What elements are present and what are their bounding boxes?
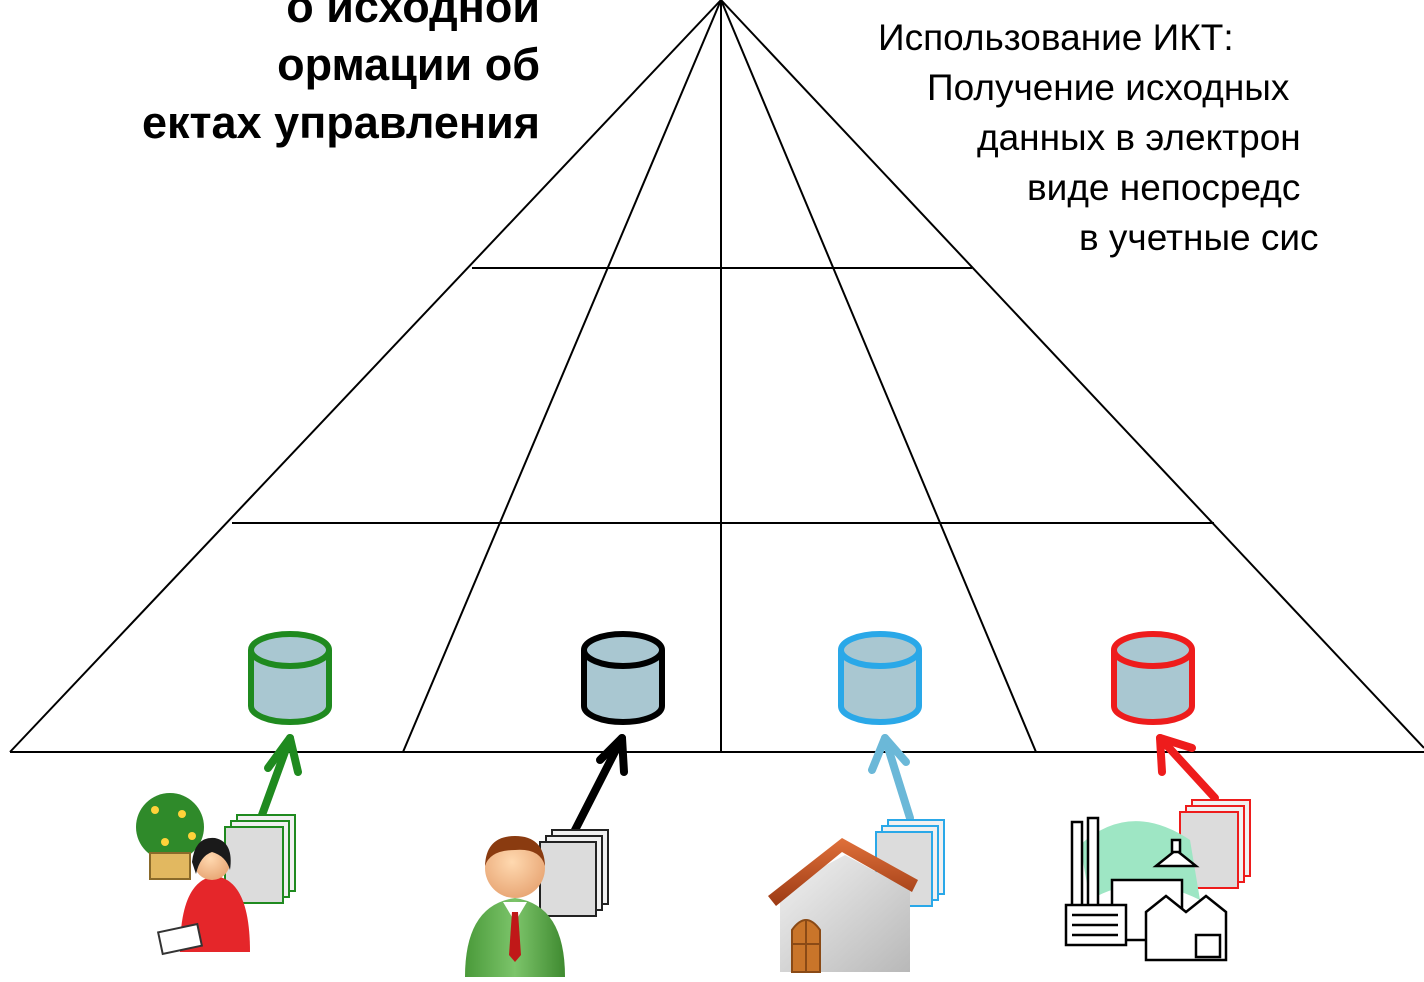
document-stack-icon — [224, 814, 296, 904]
ict-line-3: виде непосредс — [1027, 167, 1301, 208]
house-icon — [768, 838, 918, 973]
arrow-icon — [258, 734, 302, 819]
document-stack-icon — [539, 829, 609, 917]
column-4 — [1064, 631, 1251, 962]
slide-title-line-3: ектах управления — [141, 97, 540, 148]
database-icon — [838, 631, 922, 725]
pyramid-lines — [9, 0, 1424, 753]
ict-line-4: в учетные сис — [1079, 217, 1319, 258]
arrow-icon — [568, 734, 628, 840]
pyramid-divider-left — [402, 0, 722, 753]
pyramid-edge-right — [720, 0, 1424, 749]
arrow-icon — [1156, 734, 1219, 802]
database-icon — [1111, 631, 1195, 725]
person-with-tree-icon — [136, 793, 250, 956]
slide-title-line-2: ормации об — [277, 39, 540, 90]
column-2 — [465, 631, 665, 977]
ict-line-1: Получение исходных — [927, 67, 1290, 108]
column-1 — [136, 631, 332, 956]
businessman-icon — [465, 836, 565, 977]
column-3 — [768, 631, 945, 973]
slide-title: о исходной ормации об ектах управления — [0, 0, 540, 152]
database-icon — [248, 631, 332, 725]
factory-icon — [1064, 816, 1228, 962]
database-icon — [581, 631, 665, 725]
slide-title-line-1: о исходной — [286, 0, 540, 32]
ict-heading: Использование ИКТ: — [878, 17, 1234, 58]
pyramid-edge-left — [9, 0, 722, 753]
ict-description: Использование ИКТ: Получение исходных да… — [0, 14, 1424, 334]
pyramid-divider-right — [720, 0, 1037, 753]
arrow-icon — [868, 734, 914, 822]
ict-line-2: данных в электрон — [977, 117, 1301, 158]
